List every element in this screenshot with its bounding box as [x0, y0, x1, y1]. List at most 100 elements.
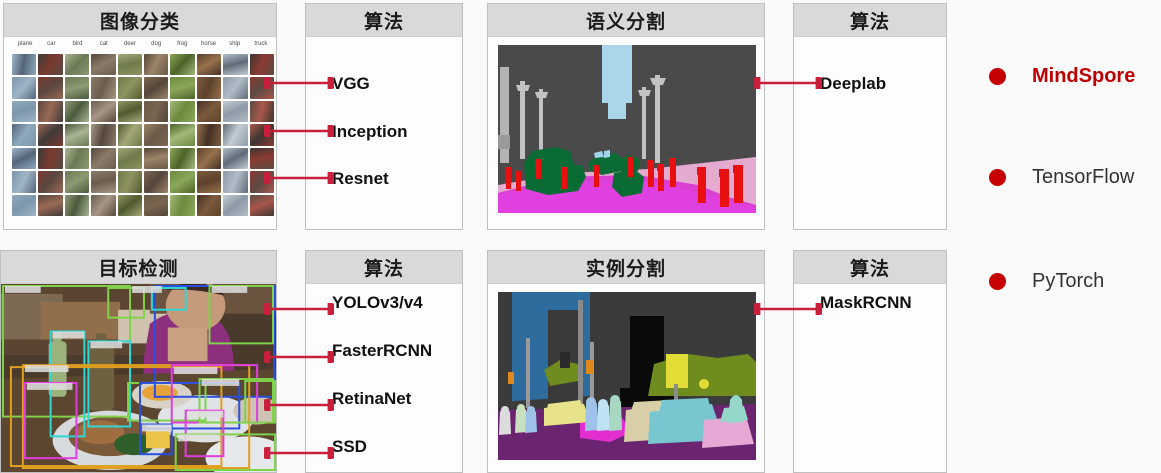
cifar-thumbnail	[143, 194, 169, 216]
panel-header-object-detection: 目标检测	[1, 251, 276, 284]
cifar-thumbnail	[64, 54, 90, 76]
cifar-thumbnail	[196, 147, 222, 170]
panel-title: 实例分割	[585, 258, 666, 280]
cifar-thumbnail	[91, 100, 116, 123]
algorithm-item-ssd[interactable]: SSD	[332, 437, 367, 456]
cifar-thumbnail	[64, 171, 90, 193]
cifar-label: deer	[123, 41, 136, 47]
algorithm-list-classification: VGG Inception Resnet	[306, 37, 462, 229]
algorithm-item-inception[interactable]: Inception	[332, 122, 408, 141]
legend-bullet-icon	[989, 273, 1006, 290]
algorithm-item-fasterrcnn[interactable]: FasterRCNN	[332, 341, 433, 360]
algorithm-item-retinanet[interactable]: RetinaNet	[332, 389, 412, 408]
legend-item-mindspore[interactable]: MindSpore	[989, 65, 1135, 88]
cifar-thumbnail	[64, 194, 90, 216]
panel-header-algorithms: 算法	[306, 251, 462, 284]
cifar-thumbnail	[117, 54, 142, 76]
legend-label-mindspore: MindSpore	[1032, 65, 1136, 87]
cifar10-thumbnails	[12, 54, 274, 216]
cifar-thumbnail	[143, 124, 169, 146]
cifar-thumbnail	[196, 124, 222, 146]
cifar-thumbnail	[12, 54, 37, 76]
legend-item-pytorch[interactable]: PyTorch	[989, 270, 1104, 293]
panel-header-algorithms: 算法	[306, 4, 462, 37]
legend-item-tensorflow[interactable]: TensorFlow	[989, 166, 1134, 189]
panel-header-image-classification: 图像分类	[4, 4, 276, 37]
cifar-thumbnail	[143, 171, 169, 193]
cifar-thumbnail	[223, 147, 248, 170]
panel-body-object-detection	[1, 284, 276, 472]
cifar-thumbnail	[143, 77, 169, 99]
panel-semantic-segmentation: 语义分割	[487, 3, 765, 230]
cifar10-sample-grid: plane car bird cat deer dog frog horse s…	[12, 41, 274, 217]
cifar-thumbnail	[38, 77, 63, 99]
panel-title: 图像分类	[99, 11, 180, 33]
cifar-label: bird	[72, 41, 83, 47]
panel-body-instance-segmentation	[488, 284, 764, 472]
cifar-thumbnail	[64, 100, 90, 123]
panel-body-semantic-segmentation	[488, 37, 764, 229]
cifar-label: car	[47, 41, 56, 47]
cifar-label: dog	[151, 41, 162, 47]
instance-segmentation-image	[498, 292, 756, 460]
cifar-thumbnail	[143, 147, 169, 170]
panel-body-algorithms-semantic: Deeplab	[794, 37, 946, 229]
panel-algorithms-detection: 算法 YOLOv3/v4 FasterRCNN RetinaNet SSD	[305, 250, 463, 473]
cifar-thumbnail	[196, 194, 222, 216]
instance-mask-render	[498, 292, 756, 460]
panel-title: 算法	[849, 11, 890, 33]
cifar-thumbnail	[249, 100, 274, 123]
cifar-thumbnail	[38, 171, 63, 193]
cifar-thumbnail	[38, 147, 63, 170]
panel-algorithms-instance: 算法 MaskRCNN	[793, 250, 947, 473]
cifar-thumbnail	[249, 54, 274, 76]
algorithm-item-vgg[interactable]: VGG	[332, 74, 370, 93]
cifar-thumbnail	[91, 171, 116, 193]
panel-header-instance-segmentation: 实例分割	[488, 251, 764, 284]
cifar-thumbnail	[223, 77, 248, 99]
legend-label-tensorflow: TensorFlow	[1032, 166, 1135, 188]
cifar-thumbnail	[223, 194, 248, 216]
semantic-mask-render	[498, 45, 756, 213]
cifar-thumbnail	[64, 77, 90, 99]
cifar-thumbnail	[170, 124, 195, 146]
cifar-thumbnail	[117, 124, 142, 146]
panel-body-algorithms-detection: YOLOv3/v4 FasterRCNN RetinaNet SSD	[306, 284, 462, 472]
cifar-thumbnail	[38, 100, 63, 123]
cifar-thumbnail	[249, 147, 274, 170]
algorithm-list-semantic: Deeplab	[794, 37, 946, 229]
object-detection-image	[1, 284, 276, 472]
cifar-thumbnail	[223, 171, 248, 193]
panel-body-algorithms-instance: MaskRCNN	[794, 284, 946, 472]
cifar-thumbnail	[38, 54, 63, 76]
cifar-thumbnail	[170, 77, 195, 99]
cifar-thumbnail	[249, 124, 274, 146]
cifar-thumbnail	[170, 194, 195, 216]
legend-label-pytorch: PyTorch	[1032, 270, 1105, 292]
algorithm-list-instance: MaskRCNN	[794, 284, 946, 472]
panel-algorithms-classification: 算法 VGG Inception Resnet	[305, 3, 463, 230]
cifar-thumbnail	[223, 124, 248, 146]
cifar-thumbnail	[12, 100, 37, 123]
cifar-thumbnail	[117, 171, 142, 193]
cifar-thumbnail	[12, 77, 37, 99]
cifar-thumbnail	[223, 54, 248, 76]
cifar-thumbnail	[117, 77, 142, 99]
algorithm-item-deeplab[interactable]: Deeplab	[820, 74, 887, 93]
cifar-thumbnail	[12, 194, 37, 216]
panel-title: 算法	[363, 11, 404, 33]
panel-title: 目标检测	[98, 258, 179, 280]
algorithm-item-maskrcnn[interactable]: MaskRCNN	[820, 293, 912, 312]
algorithm-item-resnet[interactable]: Resnet	[332, 169, 389, 188]
panel-header-semantic-segmentation: 语义分割	[488, 4, 764, 37]
cifar-thumbnail	[196, 171, 222, 193]
cifar-label: cat	[99, 41, 108, 47]
panel-body-image-classification: plane car bird cat deer dog frog horse s…	[4, 37, 276, 229]
cifar-thumbnail	[117, 147, 142, 170]
cifar10-class-labels: plane car bird cat deer dog frog horse s…	[12, 41, 274, 54]
algorithm-item-yolo[interactable]: YOLOv3/v4	[332, 293, 423, 312]
cifar-thumbnail	[249, 194, 274, 216]
cifar-thumbnail	[12, 124, 37, 146]
cifar-thumbnail	[170, 171, 195, 193]
